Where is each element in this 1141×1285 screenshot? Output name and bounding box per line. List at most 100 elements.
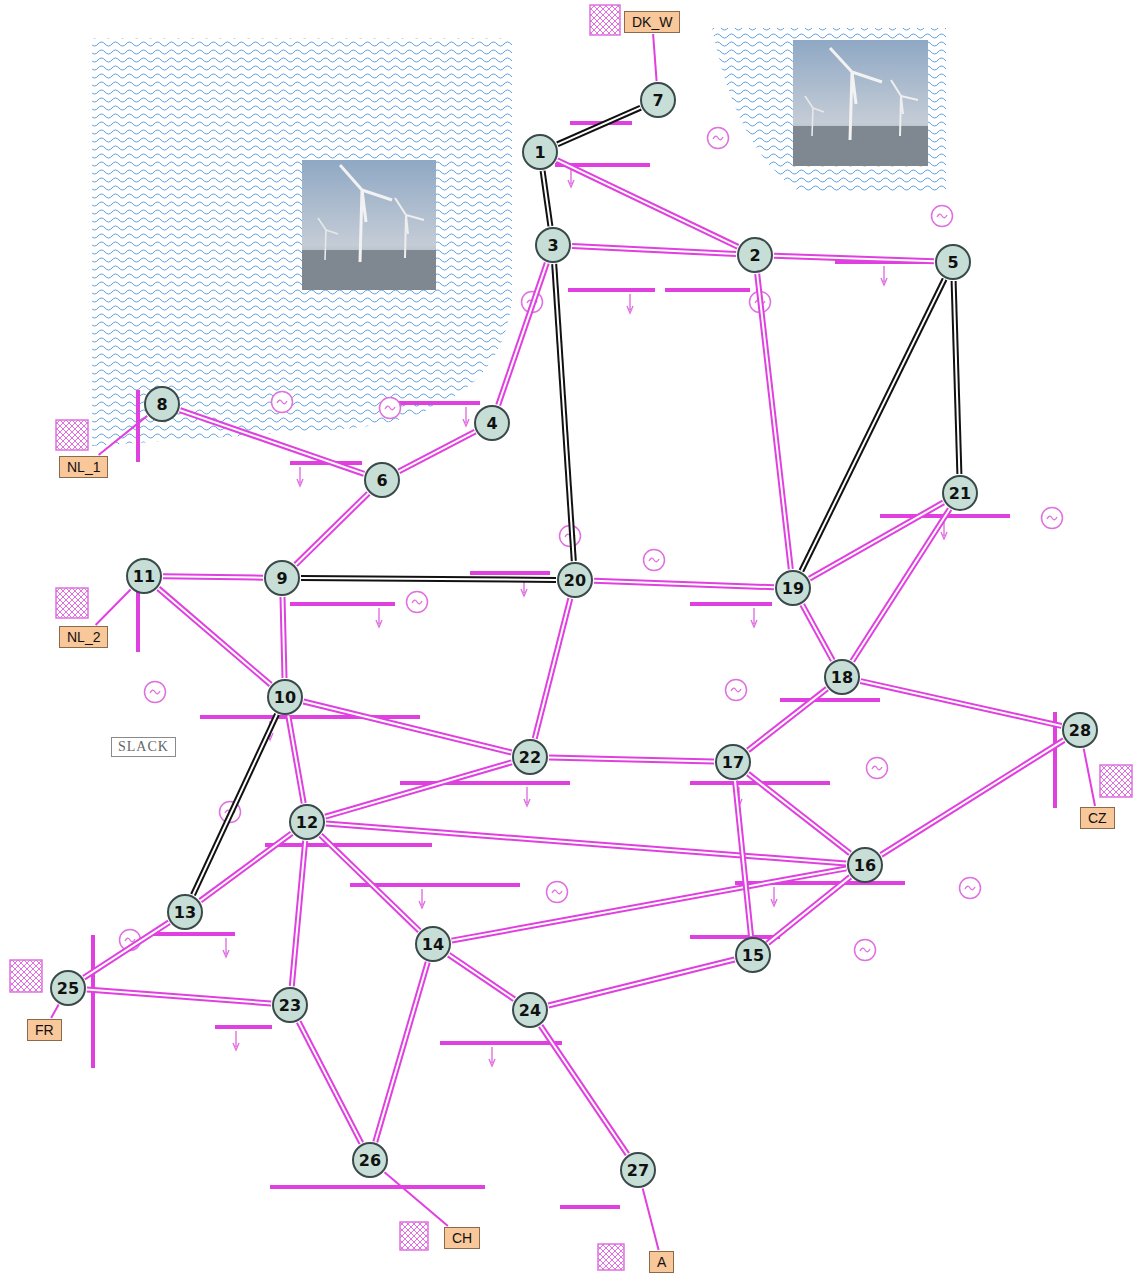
- grid-tie-line: [385, 1172, 448, 1226]
- transmission-line: [498, 263, 547, 405]
- external-grid-box: NL_1: [59, 456, 108, 478]
- transmission-line: [861, 681, 1062, 726]
- bus-number-text: 7: [652, 91, 663, 110]
- transmission-line: [802, 605, 833, 661]
- transmission-line: [283, 597, 285, 678]
- dc-link: [301, 578, 556, 580]
- transmission-line: [325, 762, 512, 816]
- external-grid-box: CH: [444, 1227, 480, 1249]
- bus-number: 9: [264, 560, 300, 596]
- bus-number: 10: [267, 679, 303, 715]
- transmission-line: [200, 833, 291, 900]
- external-grid-box: NL_2: [59, 626, 108, 648]
- bus-number-text: 15: [742, 946, 764, 965]
- transmission-line: [87, 990, 271, 1004]
- bus-number-text: 6: [376, 471, 387, 490]
- bus-number-text: 26: [359, 1151, 381, 1170]
- bus-number-text: 10: [274, 688, 296, 707]
- transmission-line: [768, 877, 850, 943]
- bus-number-text: 28: [1069, 721, 1091, 740]
- grid-tie-line: [96, 590, 131, 626]
- bus-number: 12: [289, 804, 325, 840]
- bus-number: 27: [620, 1152, 656, 1188]
- bus-number: 1: [522, 134, 558, 170]
- transmission-line: [296, 493, 369, 564]
- bus-number-text: 16: [854, 856, 876, 875]
- sea-area: [712, 28, 946, 192]
- transmission-line: [549, 758, 714, 762]
- bus-number-text: 24: [519, 1001, 541, 1020]
- transmission-line: [757, 274, 791, 569]
- grid-tie-line: [99, 416, 148, 455]
- bus-bars: [93, 123, 1055, 1207]
- box-label: A: [657, 1254, 666, 1270]
- transmission-line: [449, 955, 515, 1000]
- bus-number: 6: [364, 462, 400, 498]
- grid-tie-line: [653, 34, 657, 81]
- transmission-line: [748, 774, 850, 854]
- bus-number: 19: [775, 570, 811, 606]
- bus-number-text: 8: [156, 395, 167, 414]
- bus-number-text: 5: [947, 253, 958, 272]
- bus-number-text: 2: [749, 246, 760, 265]
- bus-number: 2: [737, 237, 773, 273]
- transmission-line: [326, 824, 846, 864]
- bus-number-text: 17: [722, 753, 744, 772]
- transmission-line: [735, 781, 751, 936]
- transmission-line: [548, 960, 734, 1006]
- grid-tie-line: [643, 1188, 659, 1250]
- generator-symbols: [120, 128, 1063, 961]
- bus-number-text: 27: [627, 1161, 649, 1180]
- box-label: DK_W: [632, 14, 672, 30]
- external-grid-icons: [10, 5, 1132, 1270]
- transmission-line: [810, 502, 944, 578]
- bus-number-text: 20: [564, 571, 586, 590]
- bus-number: 14: [415, 926, 451, 962]
- transmission-line: [288, 716, 303, 804]
- transmission-line: [292, 841, 305, 986]
- dc-link: [801, 279, 944, 571]
- bus-number: 15: [735, 937, 771, 973]
- external-grid-box: FR: [27, 1019, 62, 1041]
- bus-number-text: 3: [547, 236, 558, 255]
- transmission-line: [399, 432, 475, 472]
- wind-farm-photo: [302, 160, 436, 290]
- sea-area: [92, 38, 512, 446]
- box-label: FR: [35, 1022, 54, 1038]
- bus-number: 13: [167, 894, 203, 930]
- bus-number-text: 22: [519, 748, 541, 767]
- dc-link: [554, 264, 574, 561]
- bus-number-text: 4: [486, 414, 497, 433]
- external-grid-box: DK_W: [624, 11, 680, 33]
- transmission-line: [572, 246, 736, 254]
- transmission-line: [158, 588, 270, 684]
- external-grid-box: CZ: [1080, 807, 1115, 829]
- dc-link: [193, 714, 277, 895]
- transmission-line: [774, 256, 934, 262]
- dc-link: [543, 171, 551, 226]
- transmission-line: [163, 576, 263, 577]
- bus-number: 28: [1062, 712, 1098, 748]
- bus-number-text: 21: [949, 484, 971, 503]
- transmission-line: [881, 740, 1064, 855]
- bus-number: 5: [935, 244, 971, 280]
- bus-number-text: 18: [831, 668, 853, 687]
- transmission-line: [321, 835, 420, 931]
- bus-number-text: 23: [279, 996, 301, 1015]
- bus-number: 7: [640, 82, 676, 118]
- transmission-line: [541, 1026, 628, 1155]
- transmission-line: [299, 1022, 362, 1143]
- external-grid-box: A: [649, 1251, 674, 1273]
- box-label: CZ: [1088, 810, 1107, 826]
- transmission-line: [557, 160, 738, 247]
- bus-number: 26: [352, 1142, 388, 1178]
- bus-number-text: 11: [133, 567, 155, 586]
- grid-tie-line: [51, 1005, 59, 1018]
- box-label: NL_1: [67, 459, 100, 475]
- bus-number-text: 9: [276, 569, 287, 588]
- bus-number: 11: [126, 558, 162, 594]
- bus-number-text: 19: [782, 579, 804, 598]
- slack-label: SLACK: [111, 737, 176, 757]
